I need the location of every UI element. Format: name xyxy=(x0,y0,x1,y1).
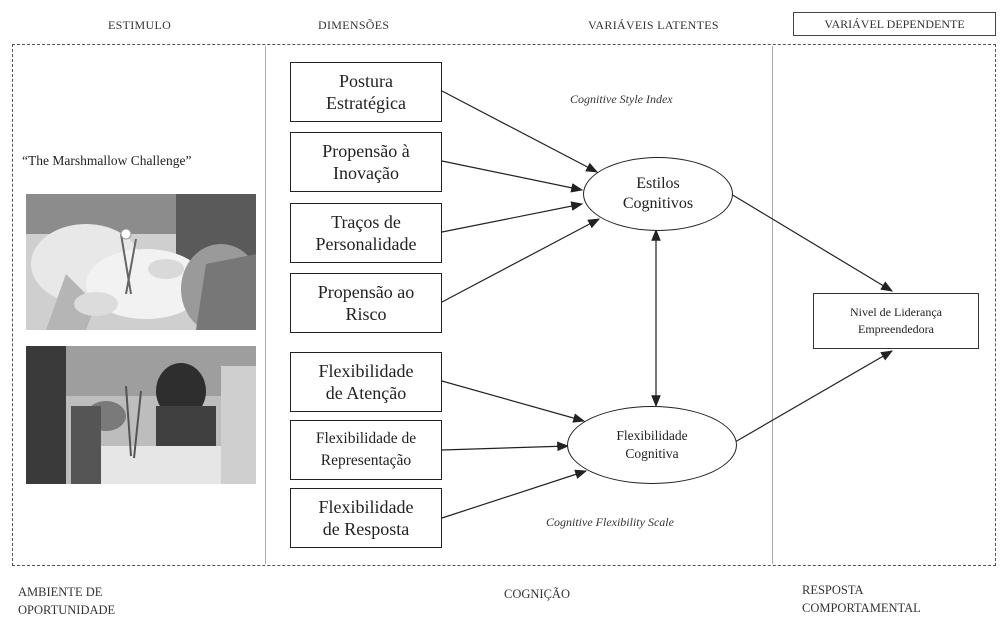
latent-estilos-cognitivos: Estilos Cognitivos xyxy=(583,157,733,231)
arrow-personalidade-to-estilos xyxy=(441,201,584,233)
photo-marshmallow-team-1 xyxy=(26,194,256,330)
arrow-resposta-to-flexibilidade xyxy=(441,469,588,519)
dependent-lideranca-empreendedora: Nivel de Liderança Empreendedora xyxy=(813,293,979,349)
divider-dependent xyxy=(772,46,773,564)
header-latent-variables: VARIÁVEIS LATENTES xyxy=(588,18,719,32)
arrow-postura-to-estilos xyxy=(441,90,599,173)
photo-marshmallow-team-2 xyxy=(26,346,256,484)
dimension-box-flexibilidade-resposta: Flexibilidade de Resposta xyxy=(290,488,442,548)
dimension-box-propensao-inovacao: Propensão à Inovação xyxy=(290,132,442,192)
cognitive-style-index-label: Cognitive Style Index xyxy=(570,92,673,106)
arrow-flexibilidade-to-lideranca xyxy=(734,350,894,443)
header-dependent-variable: VARIÁVEL DEPENDENTE xyxy=(793,12,996,36)
header-dimensions: DIMENSÕES xyxy=(318,18,390,32)
arrow-representacao-to-flexibilidade xyxy=(441,441,570,452)
dimension-box-propensao-risco: Propensão ao Risco xyxy=(290,273,442,333)
arrow-estilos-to-lideranca xyxy=(730,193,894,292)
diagram-frame xyxy=(12,44,996,566)
footer-ambiente-oportunidade: AMBIENTE DE OPORTUNIDADE xyxy=(18,585,116,617)
footer-cognicao: COGNIÇÃO xyxy=(504,587,570,601)
dimension-box-postura-estrategica: Postura Estratégica xyxy=(290,62,442,122)
footer-resposta-comportamental: RESPOSTA COMPORTAMENTAL xyxy=(802,583,921,615)
arrow-inovacao-to-estilos xyxy=(441,160,584,193)
dimension-box-flexibilidade-atencao: Flexibilidade de Atenção xyxy=(290,352,442,412)
cognitive-flexibility-scale-label: Cognitive Flexibility Scale xyxy=(546,515,674,529)
marshmallow-challenge-title: “The Marshmallow Challenge” xyxy=(22,153,192,168)
arrow-atencao-to-flexibilidade xyxy=(441,380,586,423)
dimension-box-tracos-personalidade: Traços de Personalidade xyxy=(290,203,442,263)
latent-flexibilidade-cognitiva: Flexibilidade Cognitiva xyxy=(567,406,737,484)
header-stimulus: ESTIMULO xyxy=(108,18,172,32)
arrow-risco-to-estilos xyxy=(441,218,601,303)
dimension-box-flexibilidade-representacao: Flexibilidade de Representação xyxy=(290,420,442,480)
divider-stimulus xyxy=(265,46,266,564)
